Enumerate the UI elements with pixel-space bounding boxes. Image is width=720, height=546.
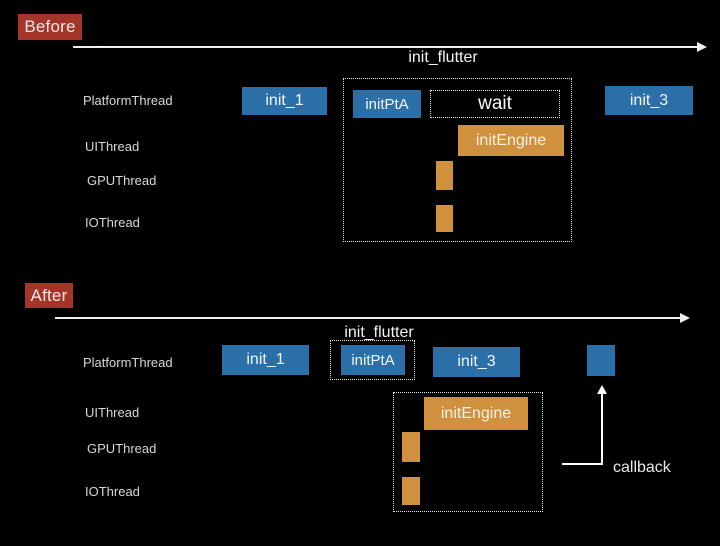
before-gpu-task-block — [436, 161, 453, 190]
before-block-initpta: initPtA — [353, 90, 421, 118]
after-thread-label-platform: PlatformThread — [83, 355, 173, 370]
after-engine-scope-box — [393, 392, 543, 512]
after-block-init1: init_1 — [222, 345, 309, 375]
before-wait-box: wait — [430, 90, 560, 118]
after-timeline-line — [55, 317, 683, 319]
before-thread-label-platform: PlatformThread — [83, 93, 173, 108]
before-block-init1: init_1 — [242, 87, 327, 115]
callback-arrow-horizontal — [562, 463, 602, 465]
after-block-initengine: initEngine — [424, 397, 528, 430]
after-timeline-arrowhead-icon — [680, 313, 690, 323]
after-gpu-task-block — [402, 432, 420, 462]
after-thread-label-gpu: GPUThread — [87, 441, 157, 456]
callback-arrow-vertical — [601, 393, 603, 465]
before-block-initengine: initEngine — [458, 125, 564, 156]
after-timeline-label: init_flutter — [344, 324, 414, 341]
after-initpta-scope-box — [330, 340, 415, 380]
after-block-initpta: initPtA — [341, 345, 405, 375]
after-badge: After — [25, 283, 73, 308]
callback-label: callback — [613, 459, 671, 476]
before-io-task-block — [436, 205, 453, 232]
after-thread-label-ui: UIThread — [85, 405, 140, 420]
before-thread-label-io: IOThread — [85, 215, 140, 230]
before-thread-label-ui: UIThread — [85, 139, 140, 154]
before-thread-label-gpu: GPUThread — [87, 173, 157, 188]
after-io-task-block — [402, 477, 420, 505]
before-timeline-arrowhead-icon — [697, 42, 707, 52]
after-callback-target-block — [587, 345, 615, 376]
before-timeline-label: init_flutter — [408, 49, 478, 66]
after-block-init3: init_3 — [433, 347, 520, 377]
before-block-init3: init_3 — [605, 86, 693, 115]
after-thread-label-io: IOThread — [85, 484, 140, 499]
before-badge: Before — [18, 14, 82, 40]
before-timeline-line — [73, 46, 700, 48]
before-scope-box — [343, 78, 572, 242]
callback-arrowhead-icon — [597, 385, 607, 394]
